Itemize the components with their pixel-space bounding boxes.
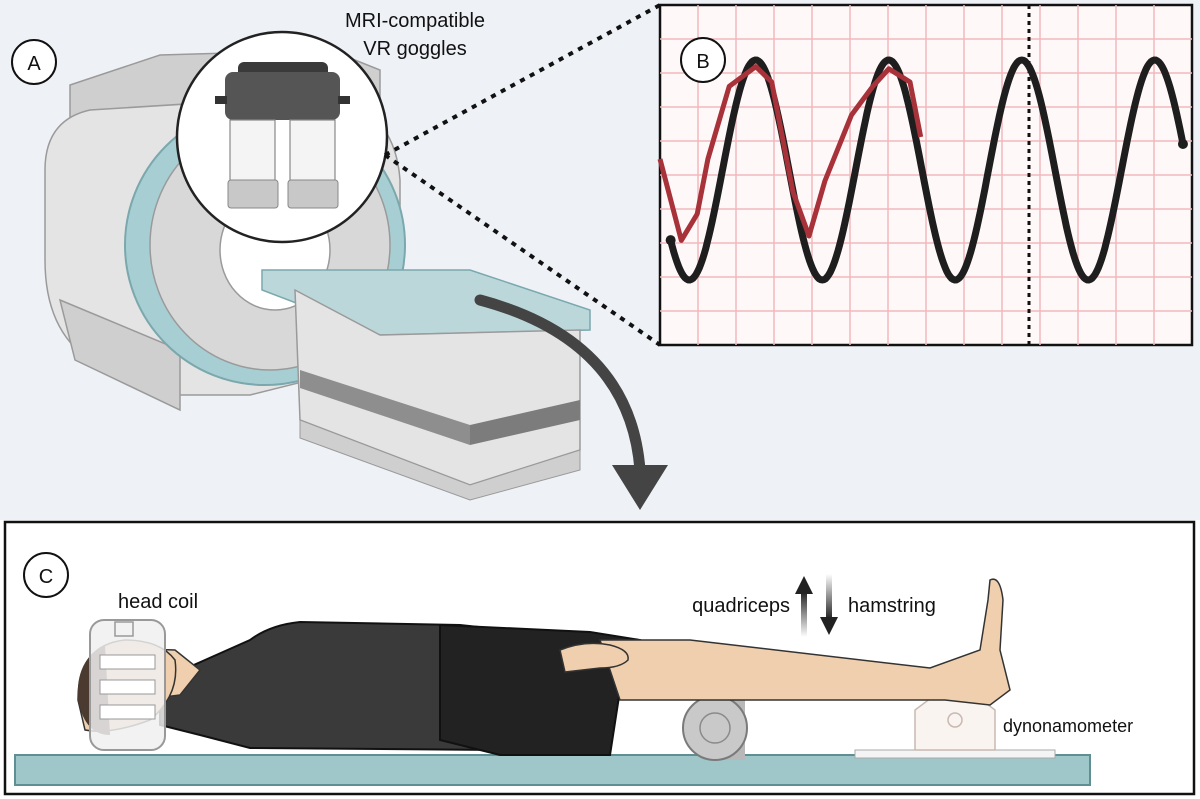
target-end-dot xyxy=(1177,138,1188,149)
scanner-base xyxy=(58,298,181,412)
goggles-label-line2: VR goggles xyxy=(363,38,466,60)
goggles-label-line1: MRI-compatible xyxy=(345,10,485,32)
zoom-line-lower xyxy=(383,153,662,347)
quadriceps-label: quadriceps xyxy=(692,595,790,617)
knee-roll-end xyxy=(682,695,748,761)
scanner-table-foot xyxy=(299,419,581,501)
target-signal-line xyxy=(667,56,1187,284)
panel-a-badge xyxy=(11,39,57,85)
quadriceps-up-arrow xyxy=(795,576,813,637)
dynamometer-base xyxy=(854,749,1056,759)
panel-a-letter: A xyxy=(27,53,41,75)
dynamometer-pivot xyxy=(947,712,963,728)
transition-arrow-shaft xyxy=(474,294,646,476)
panel-b-badge xyxy=(680,37,726,83)
scanner-table-stripe xyxy=(300,370,470,445)
signal-display xyxy=(657,3,1194,347)
panel-c-letter: C xyxy=(39,566,53,588)
up-arrow-shaft xyxy=(801,592,807,637)
up-arrow-head xyxy=(795,576,813,594)
hamstring-label: hamstring xyxy=(848,595,936,617)
panel-c-badge xyxy=(23,552,69,598)
head-coil-bar-2 xyxy=(99,679,156,695)
goggles-lens-left xyxy=(227,179,279,209)
knee-roll-center xyxy=(699,712,731,744)
scanner-bed xyxy=(14,754,1091,786)
actual-signal-line xyxy=(657,64,924,243)
patient-leg xyxy=(598,578,1011,706)
head-coil-label: head coil xyxy=(118,591,198,613)
dynamometer-label: dynonamometer xyxy=(1003,716,1133,736)
vr-goggles-inset xyxy=(175,30,389,244)
head-coil-bar-3 xyxy=(99,704,156,720)
patient-hand xyxy=(559,642,629,673)
down-arrow-head xyxy=(820,617,838,635)
goggles-knob-right xyxy=(338,96,350,104)
target-start-dot xyxy=(665,235,676,246)
head-coil-mount xyxy=(114,621,134,637)
panel-b-letter: B xyxy=(696,51,709,73)
down-arrow-shaft xyxy=(826,574,832,619)
goggles-lens-right xyxy=(287,179,339,209)
head-coil xyxy=(89,619,166,751)
hamstring-down-arrow xyxy=(820,574,838,635)
goggles-frame xyxy=(225,72,340,120)
head-coil-bar-1 xyxy=(99,654,156,670)
knee-support-roll xyxy=(682,695,748,761)
scanner-table-stripe-side xyxy=(470,400,580,445)
transition-arrow-head xyxy=(612,465,668,510)
goggles-knob-left xyxy=(215,96,227,104)
zoom-line-upper xyxy=(384,3,661,157)
